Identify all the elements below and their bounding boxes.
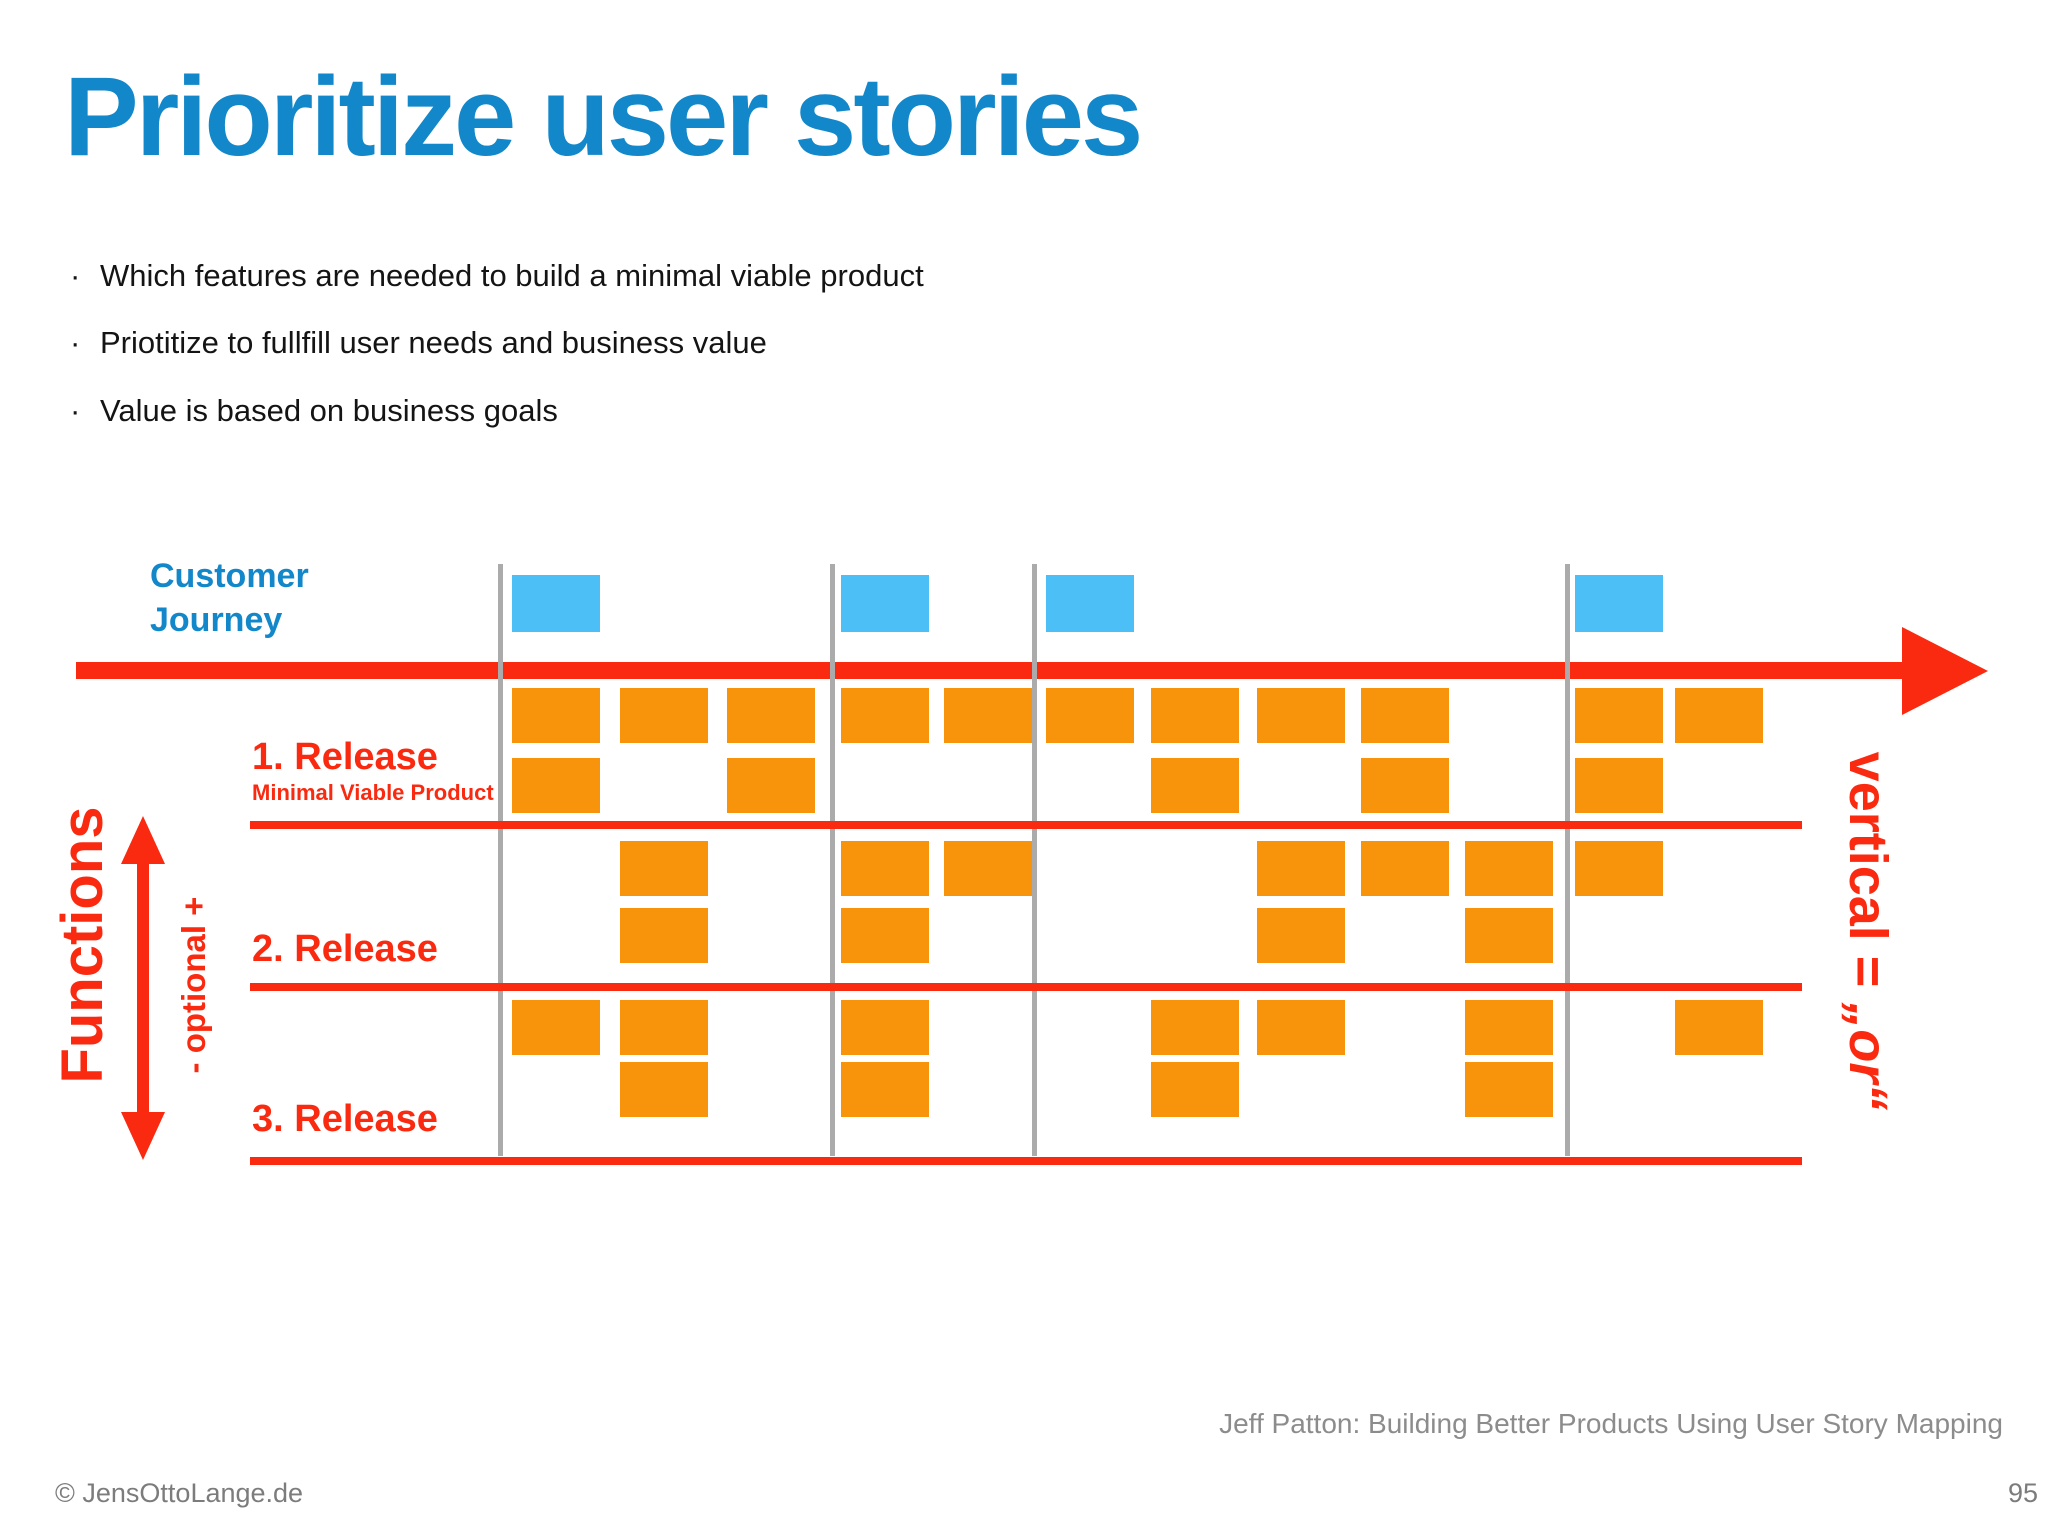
- column-separator-line: [830, 564, 835, 1156]
- release-separator-line: [250, 983, 1802, 991]
- journey-card: [841, 575, 929, 632]
- story-card-release-1: [1046, 688, 1134, 743]
- story-card-release-1: [1151, 688, 1239, 743]
- story-card-release-3: [620, 1000, 708, 1055]
- story-card-release-1: [1151, 758, 1239, 813]
- story-card-release-2: [1257, 841, 1345, 896]
- journey-arrow-shaft: [76, 662, 1908, 679]
- bullet-item: · Value is based on business goals: [70, 393, 1570, 429]
- story-card-release-1: [512, 758, 600, 813]
- bullet-dot: ·: [70, 393, 81, 428]
- journey-card: [1046, 575, 1134, 632]
- story-card-release-1: [1575, 758, 1663, 813]
- story-card-release-1: [1361, 758, 1449, 813]
- column-separator-line: [1565, 564, 1570, 1156]
- story-card-release-2: [841, 841, 929, 896]
- story-card-release-2: [841, 908, 929, 963]
- story-card-release-1: [1575, 688, 1663, 743]
- release-separator-line: [250, 1157, 1802, 1165]
- functions-arrow-down-head-icon: [121, 1112, 165, 1160]
- slide-title: Prioritize user stories: [64, 54, 1143, 179]
- story-card-release-1: [944, 688, 1032, 743]
- functions-arrow-shaft: [137, 858, 149, 1116]
- story-card-release-1: [1361, 688, 1449, 743]
- footer-copyright: © JensOttoLange.de: [55, 1478, 304, 1508]
- story-card-release-1: [727, 688, 815, 743]
- bullet-text: Value is based on business goals: [100, 393, 558, 428]
- vertical-equals-or-label: vertical = „or“: [1838, 751, 1898, 1111]
- story-card-release-2: [1257, 908, 1345, 963]
- release-3-label: 3. Release: [252, 1098, 438, 1140]
- story-card-release-1: [620, 688, 708, 743]
- story-card-release-1: [1675, 688, 1763, 743]
- column-separator-line: [498, 564, 503, 1156]
- story-card-release-2: [1575, 841, 1663, 896]
- optional-axis-label: - optional +: [175, 896, 212, 1074]
- functions-arrow-up-head-icon: [121, 816, 165, 864]
- bullet-text: Priotitize to fullfill user needs and bu…: [100, 325, 767, 360]
- story-card-release-2: [1361, 841, 1449, 896]
- story-card-release-3: [1675, 1000, 1763, 1055]
- story-card-release-1: [841, 688, 929, 743]
- story-card-release-2: [620, 841, 708, 896]
- story-card-release-3: [1151, 1062, 1239, 1117]
- story-card-release-2: [1465, 841, 1553, 896]
- story-card-release-3: [620, 1062, 708, 1117]
- story-card-release-2: [944, 841, 1032, 896]
- bullet-text: Which features are needed to build a min…: [100, 258, 924, 293]
- story-card-release-3: [841, 1000, 929, 1055]
- bullet-item: · Priotitize to fullfill user needs and b…: [70, 325, 1570, 361]
- story-card-release-3: [512, 1000, 600, 1055]
- release-1-sublabel: Minimal Viable Product: [252, 780, 494, 805]
- citation-text: Jeff Patton: Building Better Products Us…: [1219, 1408, 2003, 1439]
- story-card-release-3: [841, 1062, 929, 1117]
- story-card-release-1: [727, 758, 815, 813]
- journey-card: [1575, 575, 1663, 632]
- story-card-release-3: [1465, 1000, 1553, 1055]
- story-card-release-3: [1151, 1000, 1239, 1055]
- journey-card: [512, 575, 600, 632]
- customer-journey-label: Customer Journey: [150, 557, 309, 639]
- story-card-release-1: [1257, 688, 1345, 743]
- story-card-release-3: [1465, 1062, 1553, 1117]
- column-separator-line: [1032, 564, 1037, 1156]
- release-2-label: 2. Release: [252, 928, 438, 970]
- story-card-release-3: [1257, 1000, 1345, 1055]
- bullet-item: · Which features are needed to build a mi…: [70, 258, 1570, 294]
- release-separator-line: [250, 821, 1802, 829]
- release-1-label: 1. Release: [252, 736, 438, 778]
- story-card-release-1: [512, 688, 600, 743]
- page-number: 95: [2007, 1478, 2038, 1508]
- bullet-dot: ·: [70, 258, 81, 293]
- or-quote-text: „or“: [1838, 1002, 1898, 1111]
- functions-axis-label: Functions: [50, 806, 115, 1084]
- story-card-release-2: [620, 908, 708, 963]
- story-card-release-2: [1465, 908, 1553, 963]
- bullet-dot: ·: [70, 325, 81, 360]
- journey-arrow-right-head-icon: [1902, 627, 1988, 715]
